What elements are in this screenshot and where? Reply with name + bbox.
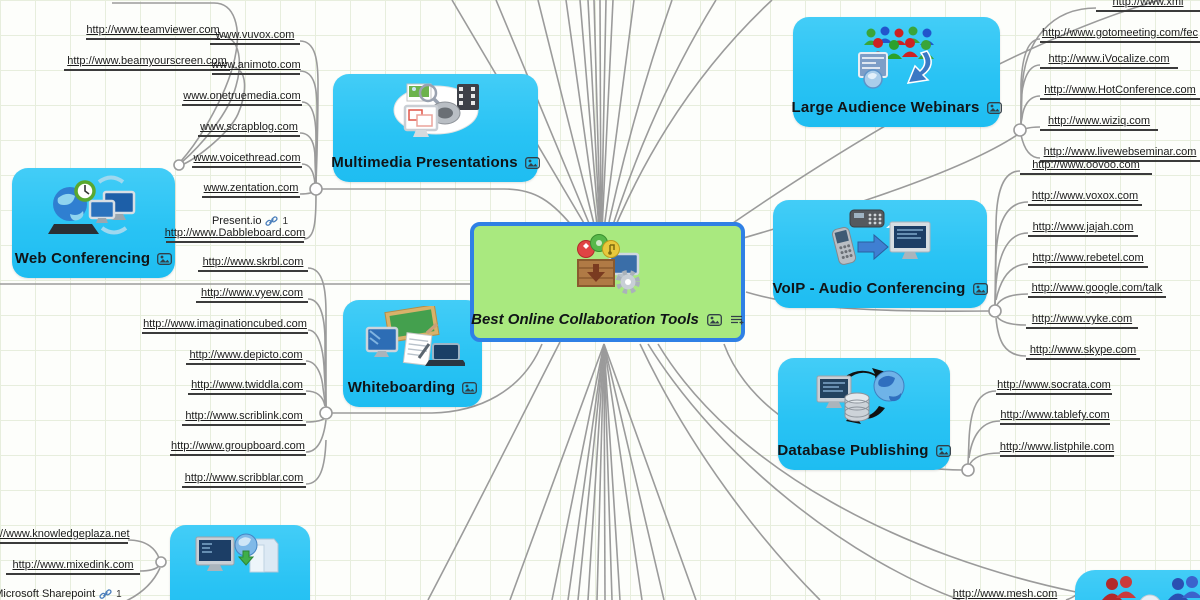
url-node-jajah[interactable]: http://www.jajah.com — [1028, 217, 1138, 237]
document-sharing-icon — [170, 531, 310, 587]
url-node-vyew[interactable]: http://www.vyew.com — [196, 283, 308, 303]
root-title: Best Online Collaboration Tools — [471, 311, 699, 328]
topic-partial-bottom-left[interactable] — [170, 525, 310, 600]
topic-label: VoIP - Audio Conferencing — [772, 280, 966, 297]
url-node-gotomeeting[interactable]: http://www.gotomeeting.com/fec — [1040, 23, 1200, 43]
url-node-scriblink[interactable]: http://www.scriblink.com — [182, 406, 306, 426]
url-node-beamyourscreen[interactable]: http://www.beamyourscreen.com — [64, 51, 230, 71]
url-node-wiziq[interactable]: http://www.wiziq.com — [1040, 111, 1158, 131]
topic-label: Whiteboarding — [347, 379, 456, 396]
topic-whiteboarding[interactable]: Whiteboarding — [343, 300, 482, 407]
collapse-toggle[interactable] — [173, 159, 185, 171]
url-node-ivocalize[interactable]: http://www.iVocalize.com — [1040, 49, 1178, 69]
url-node-scrapblog[interactable]: www.scrapblog.com — [198, 117, 300, 137]
url-node-dabbleboard[interactable]: http://www.Dabbleboard.com — [165, 223, 305, 243]
collapse-toggle[interactable] — [155, 556, 167, 568]
database-publishing-icon — [778, 364, 950, 432]
collapse-toggle[interactable] — [988, 304, 1002, 318]
people-groups-icon — [1075, 576, 1200, 600]
voip-icon — [773, 206, 987, 270]
large-audience-webinars-icon — [793, 23, 1000, 89]
url-node-depicto[interactable]: http://www.depicto.com — [186, 345, 306, 365]
topic-label: Web Conferencing — [14, 250, 151, 267]
topic-multimedia-presentations[interactable]: Multimedia Presentations — [331, 74, 540, 182]
collapse-toggle[interactable] — [1013, 123, 1027, 137]
url-node-rebetel[interactable]: http://www.rebetel.com — [1028, 248, 1148, 268]
image-icon[interactable] — [157, 252, 173, 265]
image-icon[interactable] — [935, 444, 951, 457]
note-add-icon[interactable] — [730, 314, 744, 326]
url-node-socrata[interactable]: http://www.socrata.com — [996, 375, 1112, 395]
collapse-toggle[interactable] — [309, 182, 323, 196]
url-node-oovoo[interactable]: http://www.oovoo.com — [1020, 155, 1152, 175]
collapse-toggle[interactable] — [319, 406, 333, 420]
link-icon[interactable] — [265, 216, 279, 227]
collapse-toggle[interactable] — [961, 463, 975, 477]
url-node-mesh[interactable]: http://www.mesh.com — [944, 584, 1066, 600]
web-conferencing-icon — [12, 174, 175, 238]
root-topic-best-online-collaboration-tools[interactable]: Best Online Collaboration Tools — [470, 222, 745, 342]
url-node-twiddla[interactable]: http://www.twiddla.com — [188, 375, 306, 395]
topic-partial-bottom-right[interactable] — [1075, 570, 1200, 600]
url-node-scribblar[interactable]: http://www.scribblar.com — [182, 468, 306, 488]
url-node-xmi-partial[interactable]: http://www.xmi — [1096, 0, 1200, 12]
topic-label: Database Publishing — [777, 442, 929, 459]
url-node-onetruemedia[interactable]: www.onetruemedia.com — [182, 86, 302, 106]
url-node-animoto[interactable]: www.animoto.com — [211, 55, 301, 75]
url-node-zentation[interactable]: www.zentation.com — [202, 178, 300, 198]
link-icon[interactable] — [99, 589, 112, 600]
url-node-voxox[interactable]: http://www.voxox.com — [1028, 186, 1142, 206]
url-node-hotconference[interactable]: http://www.HotConference.com — [1040, 80, 1200, 100]
url-node-imaginationcubed[interactable]: http://www.imaginationcubed.com — [142, 314, 308, 334]
url-node-mixedink[interactable]: http://www.mixedink.com — [6, 555, 140, 575]
link-count-badge: 1 — [116, 589, 122, 600]
url-node-vuvox[interactable]: www.vuvox.com — [210, 25, 300, 45]
topic-label: Large Audience Webinars — [791, 99, 980, 116]
url-node-knowledgeplaza[interactable]: http://www.knowledgeplaza.net — [0, 524, 130, 544]
url-node-tablefy[interactable]: http://www.tablefy.com — [1000, 405, 1110, 425]
url-node-teamviewer[interactable]: http://www.teamviewer.com — [86, 20, 220, 40]
multimedia-presentations-icon — [333, 80, 538, 144]
url-node-skype[interactable]: http://www.skype.com — [1026, 340, 1140, 360]
image-icon[interactable] — [972, 282, 988, 295]
image-icon[interactable] — [524, 156, 540, 169]
url-node-skrbl[interactable]: http://www.skrbl.com — [198, 252, 308, 272]
url-node-vyke[interactable]: http://www.vyke.com — [1026, 309, 1138, 329]
topic-label: Multimedia Presentations — [331, 154, 518, 171]
image-icon[interactable] — [706, 313, 722, 326]
topic-voip-audio-conferencing[interactable]: VoIP - Audio Conferencing — [772, 200, 988, 308]
topic-web-conferencing[interactable]: Web Conferencing — [12, 168, 175, 278]
url-node-voicethread[interactable]: www.voicethread.com — [192, 148, 302, 168]
collaboration-tools-icon — [474, 234, 741, 300]
url-node-livewebseminar[interactable]: http://www.livewebseminar.com — [1040, 142, 1200, 162]
url-node-listphile[interactable]: http://www.listphile.com — [1000, 437, 1114, 457]
topic-large-audience-webinars[interactable]: Large Audience Webinars — [791, 17, 1002, 127]
image-icon[interactable] — [462, 381, 478, 394]
whiteboarding-icon — [343, 306, 482, 368]
link-count-badge: 1 — [282, 216, 289, 227]
image-icon[interactable] — [986, 101, 1002, 114]
url-node-groupboard[interactable]: http://www.groupboard.com — [170, 436, 306, 456]
url-node-googletalk[interactable]: http://www.google.com/talk — [1028, 278, 1166, 298]
topic-database-publishing[interactable]: Database Publishing — [777, 358, 951, 470]
